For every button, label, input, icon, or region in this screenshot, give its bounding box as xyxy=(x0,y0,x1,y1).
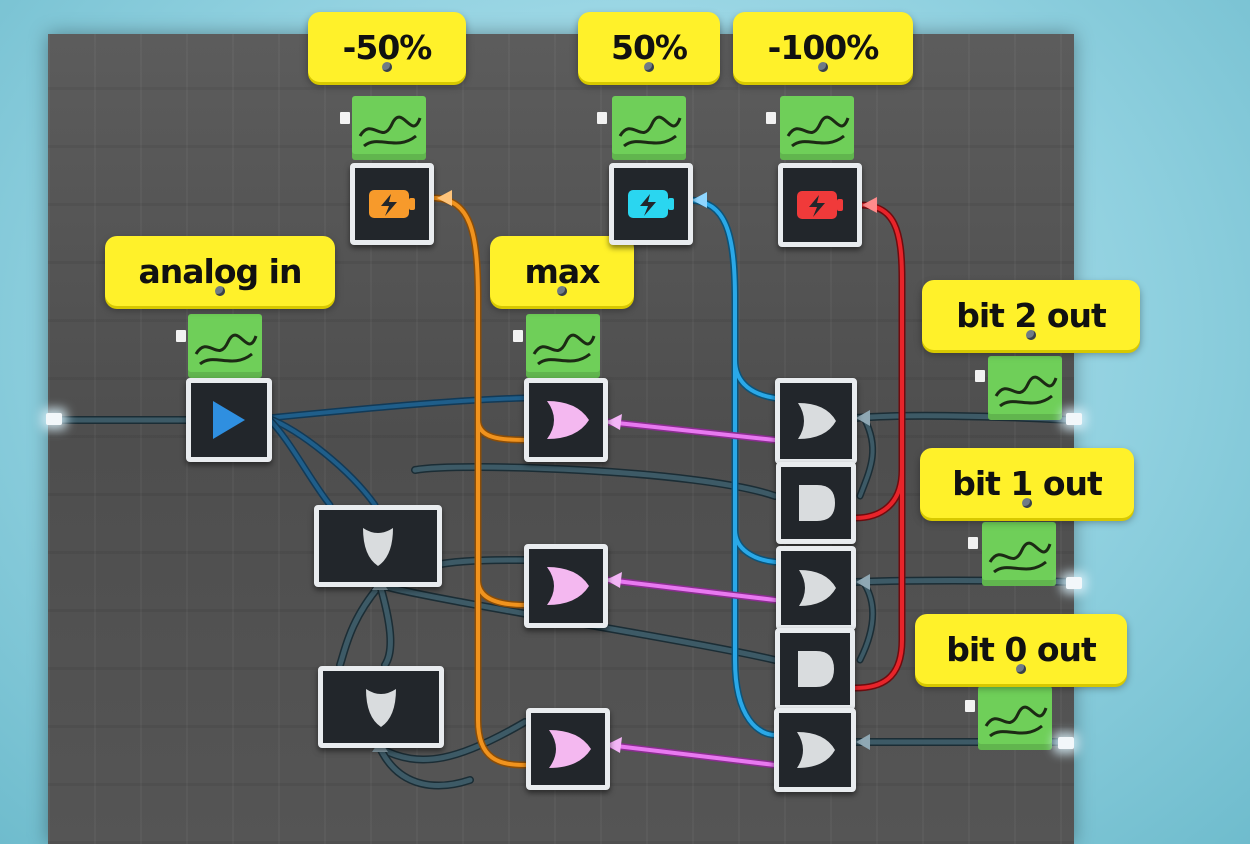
sticker-tab xyxy=(766,112,776,124)
output-port-bit1[interactable] xyxy=(1066,577,1082,589)
battery-node-neg100[interactable] xyxy=(778,163,862,247)
tag-sticker-icon xyxy=(786,115,850,148)
label-analog-in[interactable]: analog in xyxy=(105,236,335,306)
sticker-tab xyxy=(176,330,186,342)
and-gate-node-1[interactable] xyxy=(776,462,856,544)
pin-icon xyxy=(1026,330,1036,340)
not-gate-node-1[interactable] xyxy=(314,505,442,587)
label-text: bit 2 out xyxy=(956,295,1107,335)
battery-icon xyxy=(628,190,674,218)
sticker-analog-in xyxy=(188,314,262,378)
or-gate-icon xyxy=(547,401,589,439)
or-gate-icon xyxy=(549,730,591,768)
tag-sticker-icon xyxy=(358,115,422,148)
sticker-bit1-out xyxy=(982,522,1056,586)
label-text: -50% xyxy=(342,27,433,67)
sticker-tab xyxy=(975,370,985,382)
label-pos50[interactable]: 50% xyxy=(578,12,720,82)
battery-node-neg50[interactable] xyxy=(350,163,434,245)
sticker-neg100 xyxy=(780,96,854,160)
or-gate-node-4[interactable] xyxy=(775,378,857,464)
label-text: bit 0 out xyxy=(946,629,1097,669)
output-port-bit2[interactable] xyxy=(1066,413,1082,425)
label-bit1-out[interactable]: bit 1 out xyxy=(920,448,1134,518)
pin-icon xyxy=(644,62,654,72)
not-gate-node-2[interactable] xyxy=(318,666,444,748)
sticker-tab xyxy=(340,112,350,124)
output-port-bit0[interactable] xyxy=(1058,737,1074,749)
tag-sticker-icon xyxy=(988,541,1052,574)
label-bit2-out[interactable]: bit 2 out xyxy=(922,280,1140,350)
label-neg50[interactable]: -50% xyxy=(308,12,466,82)
or-gate-node-5[interactable] xyxy=(776,546,856,630)
label-max[interactable]: max xyxy=(490,236,634,306)
sticker-tab xyxy=(965,700,975,712)
pin-icon xyxy=(1022,498,1032,508)
label-neg100[interactable]: -100% xyxy=(733,12,913,82)
label-text: bit 1 out xyxy=(952,463,1103,503)
battery-node-pos50[interactable] xyxy=(609,163,693,245)
pin-icon xyxy=(557,286,567,296)
sticker-tab xyxy=(597,112,607,124)
pin-icon xyxy=(818,62,828,72)
sticker-tab xyxy=(513,330,523,342)
tag-sticker-icon xyxy=(984,705,1048,738)
or-gate-icon xyxy=(798,403,836,439)
sticker-pos50 xyxy=(612,96,686,160)
or-gate-node-3[interactable] xyxy=(526,708,610,790)
or-gate-node-2[interactable] xyxy=(524,544,608,628)
tag-sticker-icon xyxy=(532,333,596,366)
play-arrow-icon xyxy=(213,401,245,439)
label-text: 50% xyxy=(611,27,688,67)
label-text: max xyxy=(524,251,601,291)
not-gate-icon xyxy=(363,528,393,566)
or-gate-node-6[interactable] xyxy=(774,708,856,792)
or-gate-icon xyxy=(799,570,836,606)
sticker-tab xyxy=(968,537,978,549)
sticker-bit0-out xyxy=(978,686,1052,750)
tag-sticker-icon xyxy=(194,333,258,366)
sticker-neg50 xyxy=(352,96,426,160)
pin-icon xyxy=(382,62,392,72)
battery-icon xyxy=(797,191,843,219)
sticker-bit2-out xyxy=(988,356,1062,420)
sticker-max xyxy=(526,314,600,378)
label-bit0-out[interactable]: bit 0 out xyxy=(915,614,1127,684)
tag-sticker-icon xyxy=(618,115,682,148)
and-gate-icon xyxy=(799,485,835,521)
or-gate-node-1[interactable] xyxy=(524,378,608,462)
pin-icon xyxy=(1016,664,1026,674)
or-gate-icon xyxy=(797,732,835,768)
analog-input-node[interactable] xyxy=(186,378,272,462)
and-gate-node-2[interactable] xyxy=(775,628,855,710)
or-gate-icon xyxy=(547,567,589,605)
input-port-analog[interactable] xyxy=(46,413,62,425)
not-gate-icon xyxy=(366,689,396,727)
tag-sticker-icon xyxy=(994,375,1058,408)
and-gate-icon xyxy=(798,651,834,687)
pin-icon xyxy=(215,286,225,296)
label-text: analog in xyxy=(138,251,303,291)
battery-icon xyxy=(369,190,415,218)
label-text: -100% xyxy=(767,27,880,67)
